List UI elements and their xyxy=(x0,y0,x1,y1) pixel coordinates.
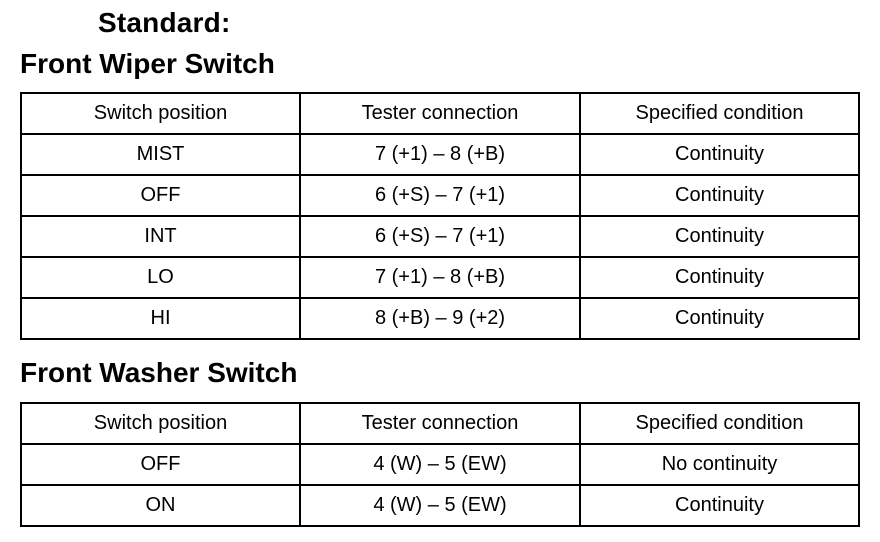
front-washer-switch-title: Front Washer Switch xyxy=(20,357,298,388)
tester-connection-cell: 7 (+1) – 8 (+B) xyxy=(299,133,581,176)
table-row: OFF 6 (+S) – 7 (+1) Continuity xyxy=(20,174,860,217)
standard-heading: Standard: xyxy=(98,7,231,38)
tester-connection-cell: 6 (+S) – 7 (+1) xyxy=(299,174,581,217)
switch-position-cell: INT xyxy=(20,215,301,258)
switch-position-cell: HI xyxy=(20,297,301,340)
specified-condition-cell: Continuity xyxy=(579,174,860,217)
switch-position-cell: OFF xyxy=(20,443,301,486)
specified-condition-cell: Continuity xyxy=(579,215,860,258)
table-header-row: Switch position Tester connection Specif… xyxy=(20,92,860,135)
tester-connection-cell: 4 (W) – 5 (EW) xyxy=(299,484,581,527)
header-tester-connection: Tester connection xyxy=(299,92,581,135)
tester-connection-cell: 6 (+S) – 7 (+1) xyxy=(299,215,581,258)
switch-position-cell: MIST xyxy=(20,133,301,176)
header-specified-condition: Specified condition xyxy=(579,92,860,135)
switch-position-cell: ON xyxy=(20,484,301,527)
tester-connection-cell: 7 (+1) – 8 (+B) xyxy=(299,256,581,299)
front-wiper-switch-table: Switch position Tester connection Specif… xyxy=(20,92,860,340)
table-row: HI 8 (+B) – 9 (+2) Continuity xyxy=(20,297,860,340)
specified-condition-cell: Continuity xyxy=(579,297,860,340)
switch-position-cell: OFF xyxy=(20,174,301,217)
tester-connection-cell: 4 (W) – 5 (EW) xyxy=(299,443,581,486)
front-washer-switch-table: Switch position Tester connection Specif… xyxy=(20,402,860,527)
switch-position-cell: LO xyxy=(20,256,301,299)
table-header-row: Switch position Tester connection Specif… xyxy=(20,402,860,445)
header-tester-connection: Tester connection xyxy=(299,402,581,445)
specified-condition-cell: No continuity xyxy=(579,443,860,486)
specified-condition-cell: Continuity xyxy=(579,256,860,299)
header-switch-position: Switch position xyxy=(20,92,301,135)
specified-condition-cell: Continuity xyxy=(579,133,860,176)
specified-condition-cell: Continuity xyxy=(579,484,860,527)
header-switch-position: Switch position xyxy=(20,402,301,445)
header-specified-condition: Specified condition xyxy=(579,402,860,445)
tester-connection-cell: 8 (+B) – 9 (+2) xyxy=(299,297,581,340)
front-wiper-switch-title: Front Wiper Switch xyxy=(20,48,275,79)
table-row: ON 4 (W) – 5 (EW) Continuity xyxy=(20,484,860,527)
table-row: MIST 7 (+1) – 8 (+B) Continuity xyxy=(20,133,860,176)
table-row: INT 6 (+S) – 7 (+1) Continuity xyxy=(20,215,860,258)
table-row: LO 7 (+1) – 8 (+B) Continuity xyxy=(20,256,860,299)
table-row: OFF 4 (W) – 5 (EW) No continuity xyxy=(20,443,860,486)
